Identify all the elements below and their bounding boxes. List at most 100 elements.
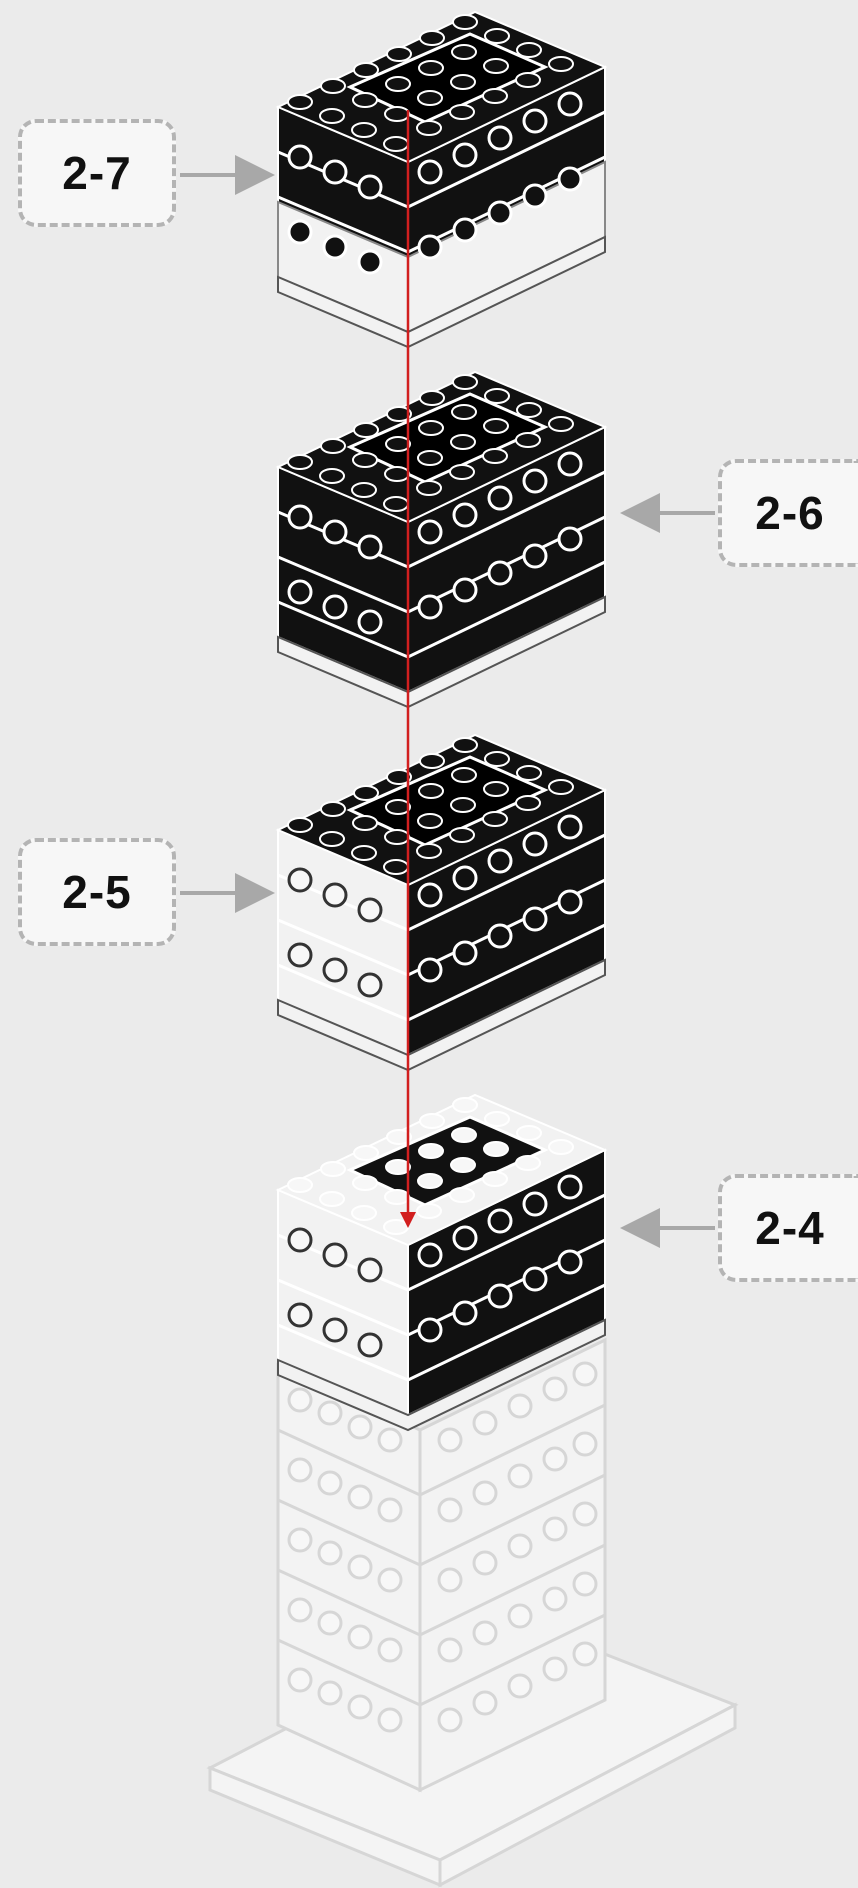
side-stud: [322, 1317, 348, 1343]
top-stud: [384, 1189, 410, 1205]
top-stud: [451, 767, 477, 783]
top-stud: [483, 418, 509, 434]
side-stud: [557, 166, 583, 192]
side-stud: [287, 504, 313, 530]
top-stud: [352, 452, 378, 468]
step-label-text: 2-7: [62, 147, 132, 199]
top-stud: [353, 62, 379, 78]
side-stud: [452, 865, 478, 891]
side-stud: [452, 1300, 478, 1326]
side-stud: [557, 526, 583, 552]
step-label-2-6: 2-6: [718, 459, 858, 567]
side-stud: [357, 249, 383, 275]
top-stud: [452, 374, 478, 390]
side-stud: [322, 1242, 348, 1268]
side-stud: [522, 108, 548, 134]
step-label-text: 2-4: [755, 1202, 825, 1254]
side-stud: [452, 217, 478, 243]
side-stud: [322, 234, 348, 260]
side-stud: [287, 219, 313, 245]
ghost-tower: [276, 1337, 607, 1793]
step-label-2-7: 2-7: [18, 119, 176, 227]
top-stud: [383, 496, 409, 512]
side-stud: [452, 142, 478, 168]
layer-seam: [277, 1193, 606, 1292]
side-stud: [287, 579, 313, 605]
side-stud: [357, 972, 383, 998]
top-stud: [450, 797, 476, 813]
step-label-text: 2-5: [62, 866, 132, 918]
side-stud: [287, 942, 313, 968]
top-stud: [450, 434, 476, 450]
side-stud: [417, 159, 443, 185]
side-stud: [522, 468, 548, 494]
top-stud: [452, 1097, 478, 1113]
block-bottom-plate: [277, 1318, 606, 1432]
side-stud: [487, 125, 513, 151]
top-stud: [416, 120, 442, 136]
top-stud: [451, 44, 477, 60]
top-stud: [353, 422, 379, 438]
side-stud: [417, 957, 443, 983]
step-label-text: 2-6: [755, 487, 825, 539]
side-stud: [452, 1225, 478, 1251]
top-stud: [548, 56, 574, 72]
top-stud: [484, 28, 510, 44]
side-stud: [522, 543, 548, 569]
top-stud: [449, 104, 475, 120]
top-stud: [287, 94, 313, 110]
top-stud: [287, 1177, 313, 1193]
top-stud: [449, 827, 475, 843]
side-stud: [487, 848, 513, 874]
layer-seam: [277, 1283, 606, 1382]
top-stud: [548, 1139, 574, 1155]
top-stud: [319, 831, 345, 847]
side-stud: [417, 1317, 443, 1343]
side-stud: [452, 940, 478, 966]
top-stud: [386, 769, 412, 785]
side-stud: [417, 882, 443, 908]
top-stud: [483, 1141, 509, 1157]
top-stud: [386, 46, 412, 62]
side-stud: [557, 91, 583, 117]
side-stud: [322, 594, 348, 620]
top-stud: [452, 14, 478, 30]
top-stud: [386, 1129, 412, 1145]
top-stud: [319, 108, 345, 124]
side-stud: [357, 174, 383, 200]
top-stud: [417, 813, 443, 829]
side-stud: [522, 831, 548, 857]
side-stud: [357, 897, 383, 923]
step-label-2-4: 2-4: [718, 1174, 858, 1282]
side-stud: [487, 560, 513, 586]
top-stud: [352, 815, 378, 831]
top-stud: [482, 88, 508, 104]
side-stud: [522, 906, 548, 932]
side-stud: [357, 609, 383, 635]
side-stud: [322, 519, 348, 545]
side-stud: [287, 867, 313, 893]
top-stud: [449, 464, 475, 480]
top-stud: [482, 448, 508, 464]
side-stud: [357, 1332, 383, 1358]
side-stud: [287, 144, 313, 170]
top-stud: [417, 450, 443, 466]
side-stud: [557, 1249, 583, 1275]
side-stud: [522, 1266, 548, 1292]
top-stud: [383, 1219, 409, 1235]
top-stud: [418, 1143, 444, 1159]
top-stud: [418, 60, 444, 76]
side-stud: [487, 200, 513, 226]
top-stud: [319, 468, 345, 484]
top-stud: [515, 1155, 541, 1171]
top-stud: [351, 1205, 377, 1221]
top-stud: [515, 795, 541, 811]
top-stud: [386, 406, 412, 422]
brick-block-2-6: [275, 370, 608, 709]
top-stud: [516, 765, 542, 781]
top-stud: [319, 1191, 345, 1207]
step-label-2-5: 2-5: [18, 838, 176, 946]
side-stud: [522, 183, 548, 209]
side-stud: [322, 882, 348, 908]
